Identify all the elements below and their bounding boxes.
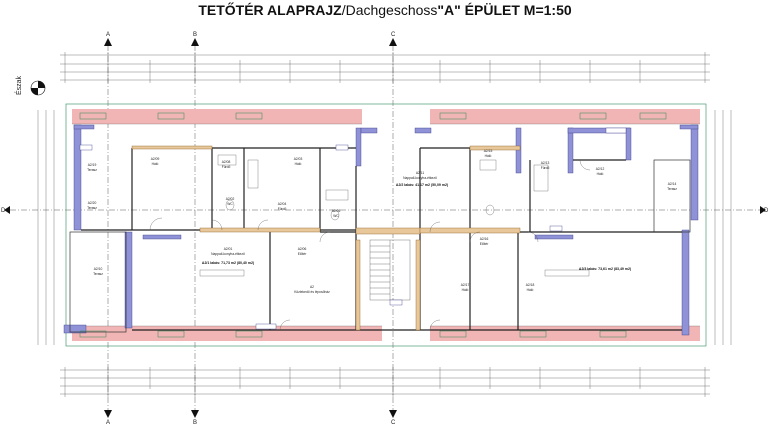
room-name-a2-02: WC xyxy=(227,202,233,206)
room-id-a2-19: A2/19 xyxy=(88,163,97,167)
room-id-a2-06: A2/06 xyxy=(298,247,307,251)
room-id-a2-10: A2/10 xyxy=(94,267,103,271)
room-id-a2-04: A2/04 xyxy=(278,202,287,206)
grid-axis-markers xyxy=(4,38,766,418)
apartment-label-a2-2: A2/2 lakás: 41,17 m2 (50,09 m2) xyxy=(396,183,448,187)
room-id-a2-03: A2/03 xyxy=(294,157,303,161)
title-part-main: TETŐTÉR ALAPRAJZ xyxy=(198,2,342,18)
roof-inner-lines xyxy=(72,123,700,327)
room-name-a2-11: Nappali-konyha-étkező xyxy=(403,176,437,180)
north-label: Észak xyxy=(14,75,23,95)
room-name-a2-10: Terasz xyxy=(93,272,103,276)
room-id-a2-05: A2/05 xyxy=(332,209,341,213)
room-name-a2-05: WC xyxy=(333,214,339,218)
title-part-building: "A" ÉPÜLET M=1:50 xyxy=(437,2,572,18)
room-name-a2-01: Nappali-konyha-étkező xyxy=(211,252,245,256)
room-id-a2-01: A2/01 xyxy=(224,247,233,251)
axis-label-a-bottom: A xyxy=(106,420,110,425)
room-id-a2-13: A2/13 xyxy=(541,161,550,165)
apartment-label-a2-1: A2/1 lakás: 71,73 m2 (80,40 m2) xyxy=(202,261,254,265)
room-name-a2-20: Terasz xyxy=(87,206,97,210)
room-id-a2-11: A2/11 xyxy=(416,171,425,175)
structural-walls xyxy=(131,145,521,331)
exterior-walls xyxy=(63,124,699,336)
drawing-title: TETŐTÉR ALAPRAJZ/Dachgeschoss"A" ÉPÜLET … xyxy=(0,2,770,18)
room-id-a2-09: A2/09 xyxy=(151,157,160,161)
axis-label-c-top: C xyxy=(391,32,396,38)
room-name-a2-12: Háló xyxy=(597,172,604,176)
room-id-a2-14: A2/14 xyxy=(668,182,677,186)
skylight-markers xyxy=(79,112,667,338)
grid-axis-lines xyxy=(10,45,760,410)
axis-label-b-top: B xyxy=(193,32,197,38)
top-dimension-lines xyxy=(60,54,710,81)
room-name-a2-09: Háló xyxy=(152,162,159,166)
room-name-a2-03: Háló xyxy=(295,162,302,166)
axis-label-d-right: D xyxy=(764,208,769,214)
room-name-a2-08: Fürdő xyxy=(222,165,231,169)
stair-treads xyxy=(369,239,411,301)
axis-label-c-bottom: C xyxy=(391,420,396,425)
apartment-label-a2-3: A2/3 lakás: 73,61 m2 (83,49 m2) xyxy=(579,267,631,271)
room-id-a2-12: A2/12 xyxy=(596,167,605,171)
room-name-a2-19: Terasz xyxy=(87,168,97,172)
bottom-dimension-lines xyxy=(60,369,710,395)
room-name-a2-18: Háló xyxy=(527,288,534,292)
room-name-a2-15: Háló xyxy=(485,154,492,158)
room-id-a2-08: A2/08 xyxy=(222,160,231,164)
room-name-a2-14: Terasz xyxy=(667,187,677,191)
room-name-a2-13: Fürdő xyxy=(541,166,550,170)
room-name-a2-16: Előtér xyxy=(480,242,490,246)
section-tags xyxy=(79,127,627,330)
room-id-a2-corridor: A2 xyxy=(310,285,314,289)
sanitary-fixtures xyxy=(199,154,590,277)
room-name-a2-04: Fürdő xyxy=(278,207,287,211)
room-id-a2-17: A2/17 xyxy=(461,283,470,287)
right-dimension-lines xyxy=(714,110,732,345)
room-name-a2-17: Háló xyxy=(462,288,469,292)
room-id-a2-16: A2/16 xyxy=(480,237,489,241)
axis-label-b-bottom: B xyxy=(193,420,197,425)
axis-label-d-left: D xyxy=(1,208,6,214)
door-swings xyxy=(149,159,591,331)
room-name-a2-corridor: Közlekedő és lépcsőház xyxy=(294,290,330,294)
room-id-a2-02: A2/02 xyxy=(226,197,235,201)
roof-eave-bands xyxy=(72,109,700,341)
room-id-a2-18: A2/18 xyxy=(526,283,535,287)
room-name-a2-06: Előtér xyxy=(298,252,308,256)
room-id-a2-20: A2/20 xyxy=(88,201,97,205)
roof-outline xyxy=(65,103,707,347)
room-id-a2-15: A2/15 xyxy=(484,149,493,153)
title-part-german: /Dachgeschoss xyxy=(341,2,438,18)
left-dimension-lines xyxy=(37,110,55,345)
axis-label-a-top: A xyxy=(106,32,110,38)
north-arrow xyxy=(30,80,46,96)
